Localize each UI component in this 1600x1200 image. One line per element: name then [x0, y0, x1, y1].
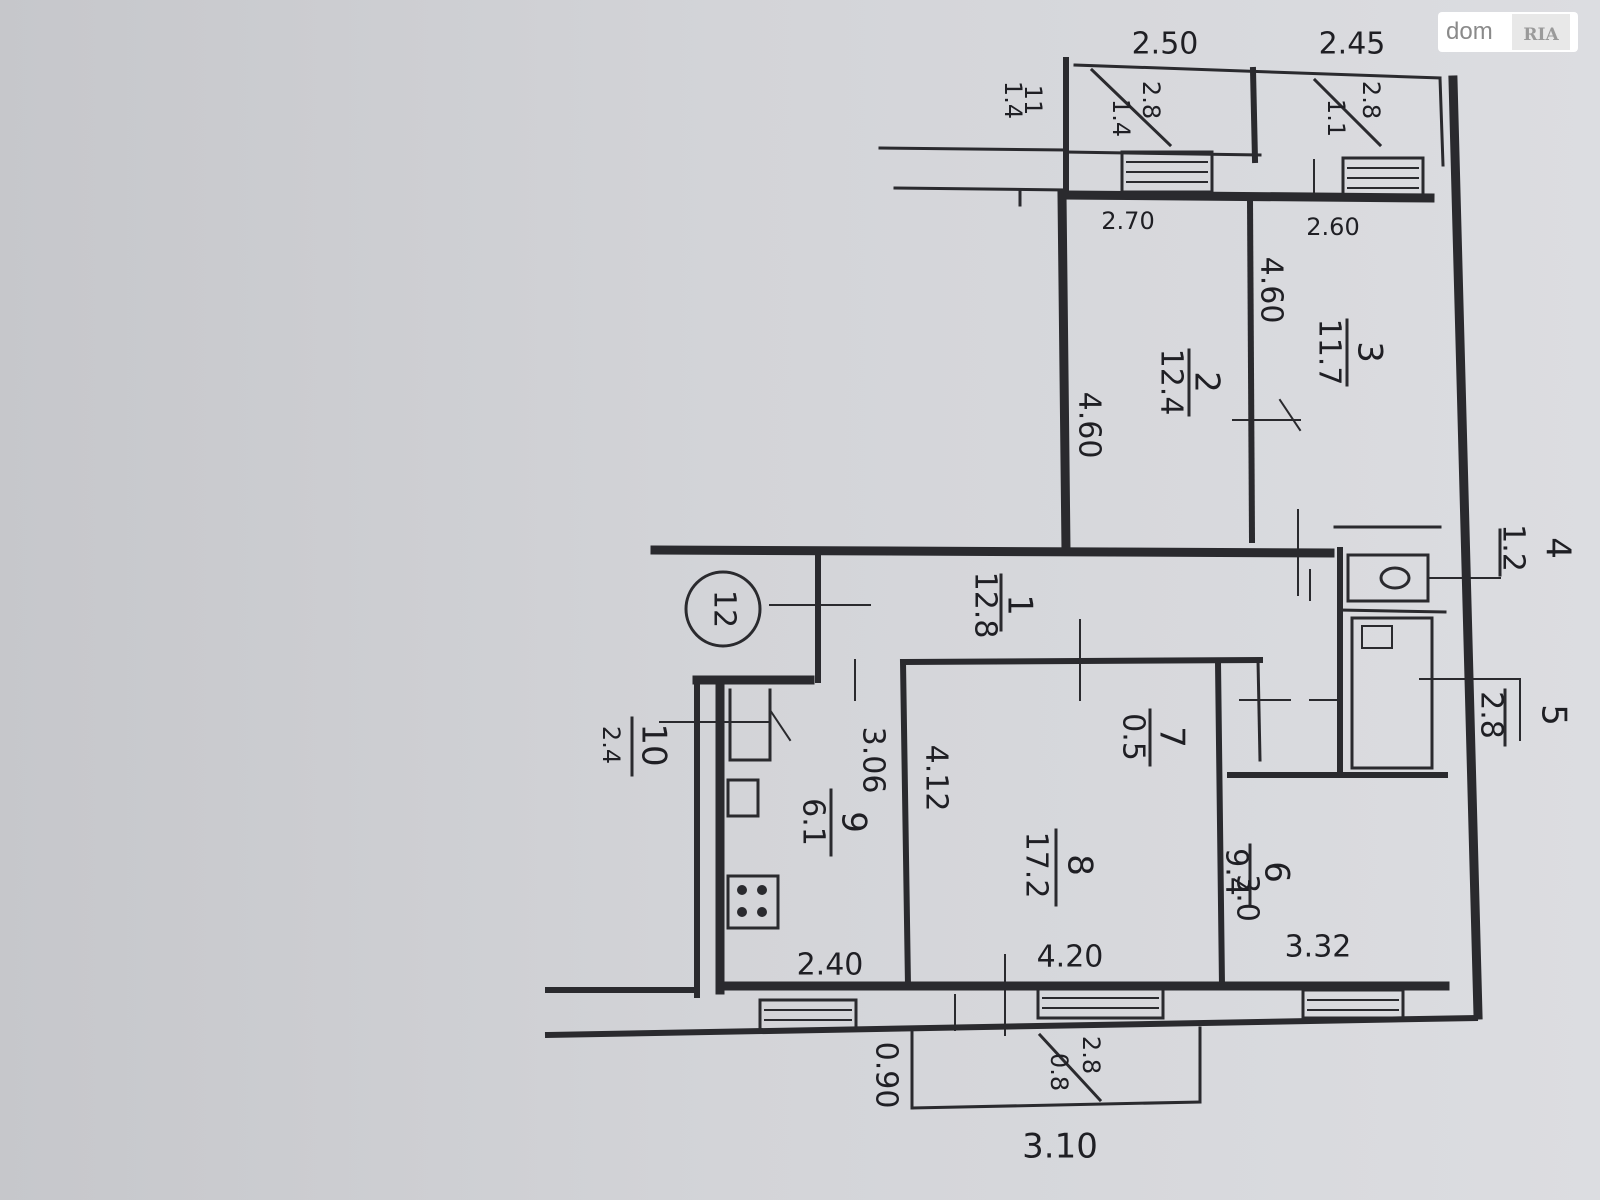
dim-3-0: 3.0: [1230, 874, 1265, 922]
room-3-area: 11.7: [1312, 319, 1347, 386]
dim-4-60-left: 4.60: [1072, 392, 1107, 459]
dim-2-60: 2.60: [1306, 213, 1359, 241]
watermark-text: dom: [1446, 18, 1493, 45]
dim-0-90: 0.90: [869, 1042, 904, 1109]
dim-4-20: 4.20: [1037, 940, 1104, 975]
fraction-bars: [630, 67, 1507, 1103]
window-kitchen: [758, 998, 858, 1032]
tick-marks: [768, 159, 1341, 1036]
room-4-number: 4: [1538, 537, 1578, 559]
room-10-number: 10: [634, 723, 674, 766]
room-2-area: 12.4: [1154, 349, 1189, 416]
room-6-number: 6: [1257, 861, 1297, 883]
window-bedroom-2: [1120, 150, 1214, 194]
watermark: dom RIA: [1438, 12, 1578, 52]
balcony-left-top: 2.8: [1137, 81, 1165, 119]
room-10-area: 2.4: [597, 726, 625, 764]
dim-4-60-right: 4.60: [1254, 257, 1289, 324]
dim-2-50: 2.50: [1132, 27, 1199, 62]
balcony-left-bottom: 1.4: [1107, 99, 1135, 137]
room-9-number: 9: [834, 811, 874, 833]
room-1-area: 12.8: [968, 572, 1003, 639]
toilet-fixture: [1346, 553, 1430, 603]
floor-marker-number: 12: [707, 590, 742, 628]
room-7-area: 0.5: [1116, 713, 1151, 761]
room-6-area: 9.4: [1219, 848, 1254, 896]
room-5-area: 2.8: [1474, 691, 1509, 739]
dim-2-45: 2.45: [1319, 27, 1386, 62]
leader-lines: [659, 577, 1521, 741]
ria-logo-text: RIA: [1523, 25, 1559, 45]
windows: [758, 150, 1425, 1032]
dim-3-10: 3.10: [1022, 1127, 1098, 1167]
dim-3-32: 3.32: [1285, 930, 1352, 965]
balcony-right-bottom: 1.1: [1322, 99, 1350, 137]
room-1-number: 1: [1000, 594, 1040, 616]
room-8-area: 17.2: [1019, 832, 1054, 899]
dim-4-12: 4.12: [919, 745, 954, 812]
dimension-labels: 2.50 2.45 2.70 2.60 4.60 4.60 3.06 4.12 …: [797, 27, 1386, 1167]
dim-3-06: 3.06: [856, 727, 891, 794]
room-9-area: 6.1: [796, 798, 831, 846]
kitchen-counter: [728, 688, 772, 762]
floor-marker-circle: [684, 570, 762, 648]
dim-2-70: 2.70: [1101, 207, 1154, 235]
room-11-area: 1.4: [999, 81, 1027, 119]
ria-logo-icon: RIA: [1512, 14, 1570, 50]
room-2-number: 2: [1187, 371, 1227, 393]
balcony-right-top: 2.8: [1357, 81, 1385, 119]
bathtub-fixture: [1350, 616, 1434, 770]
balcony-bottom-bottom: 0.8: [1045, 1053, 1073, 1091]
room-3-number: 3: [1350, 341, 1390, 363]
room-labels: 1 12.8 2 12.4 3 11.7 4 1.2 5 2.8 6 9.4 7…: [597, 81, 1578, 1091]
room-8-number: 8: [1060, 854, 1100, 876]
sink-fixture: [726, 778, 760, 818]
exterior-walls: [544, 75, 1483, 1039]
stove-fixture: [726, 874, 780, 930]
balcony-bottom-top: 2.8: [1077, 1036, 1105, 1074]
room-5-number: 5: [1534, 704, 1574, 726]
interior-walls: [815, 196, 1448, 990]
room-7-number: 7: [1152, 726, 1192, 748]
window-living: [1036, 986, 1165, 1020]
window-room-6: [1301, 988, 1405, 1020]
dim-2-40: 2.40: [797, 948, 864, 983]
window-bedroom-3: [1341, 156, 1425, 198]
room-4-area: 1.2: [1496, 524, 1531, 572]
room-11-number: 11: [1019, 85, 1047, 116]
bottom-balcony-outline: [910, 1026, 1202, 1110]
